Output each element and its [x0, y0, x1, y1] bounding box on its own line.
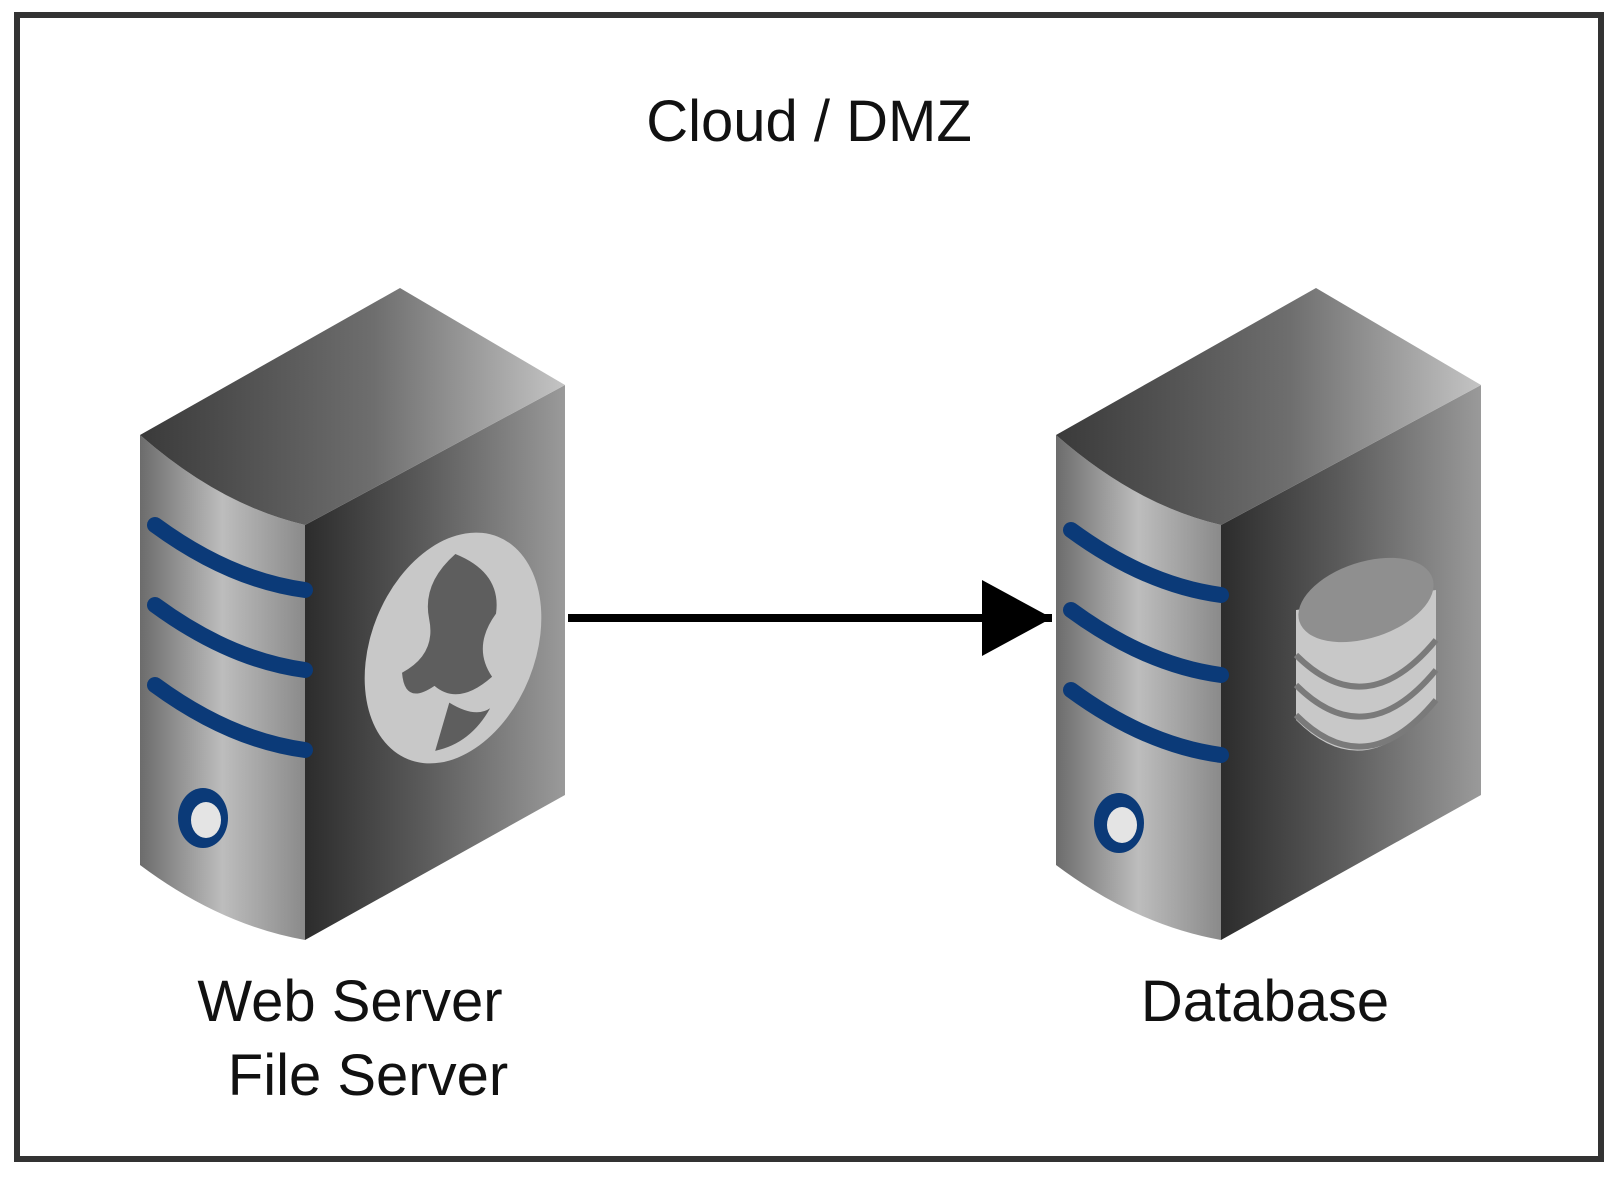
label-line-2: File Server	[227, 1043, 509, 1108]
globe-icon	[364, 532, 542, 764]
power-button-icon	[1094, 793, 1144, 853]
drive-bay-stripes	[1063, 522, 1229, 763]
label-line-1: Web Server	[197, 969, 503, 1034]
server-top-face	[140, 288, 565, 525]
server-top-face	[1056, 288, 1481, 525]
database-node[interactable]	[1056, 288, 1481, 940]
label-line-1: Database	[1140, 969, 1390, 1034]
web-server-node[interactable]	[140, 288, 574, 940]
database-label: Database	[1065, 965, 1465, 1039]
power-button-icon	[178, 788, 228, 848]
web-server-label: Web Server File Server	[150, 965, 550, 1113]
drive-bay-stripes	[147, 517, 313, 758]
arrow-head	[982, 580, 1052, 656]
database-icon	[1293, 557, 1439, 751]
zone-title: Cloud / DMZ	[646, 89, 972, 154]
